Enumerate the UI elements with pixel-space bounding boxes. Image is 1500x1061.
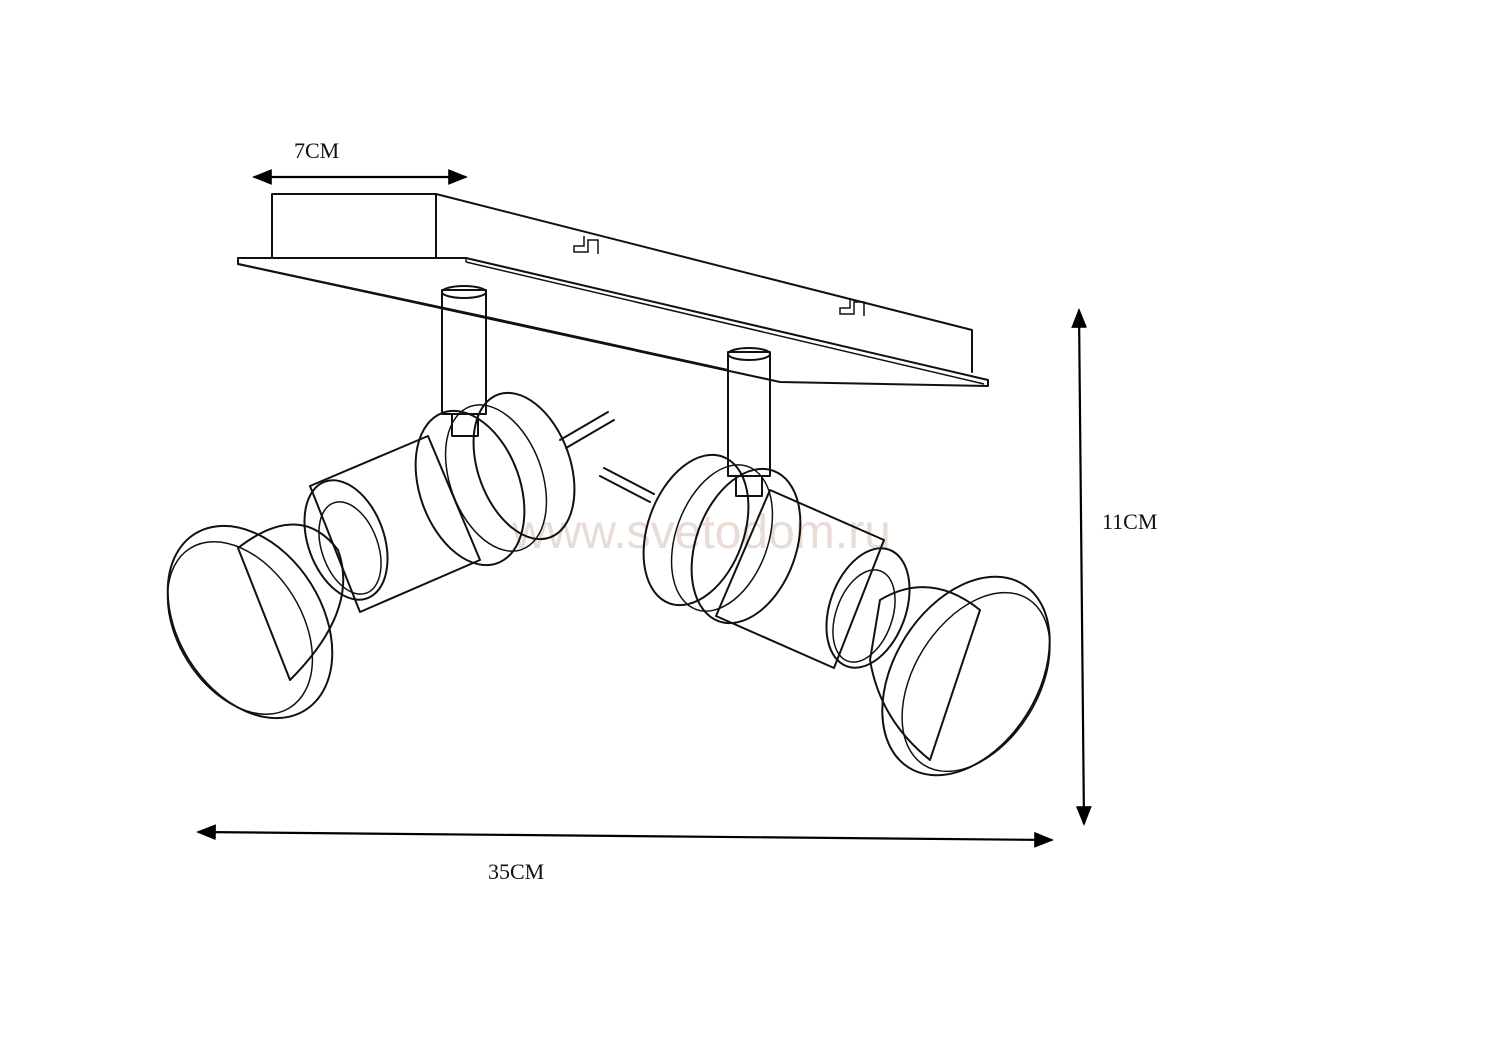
dimension-height-11cm: 11CM [1071, 308, 1157, 826]
height-label: 11CM [1102, 509, 1157, 534]
dimension-length-35cm: 35CM [196, 824, 1054, 884]
watermark-text: www.svetodom.ru [511, 506, 891, 559]
left-spotlight [166, 285, 615, 720]
length-label: 35CM [488, 859, 544, 884]
width-label: 7CM [294, 138, 339, 163]
dimension-width-7cm: 7CM [252, 138, 468, 185]
mounting-plate [237, 193, 989, 387]
right-spotlight [599, 347, 1051, 777]
right-stem [727, 347, 771, 497]
